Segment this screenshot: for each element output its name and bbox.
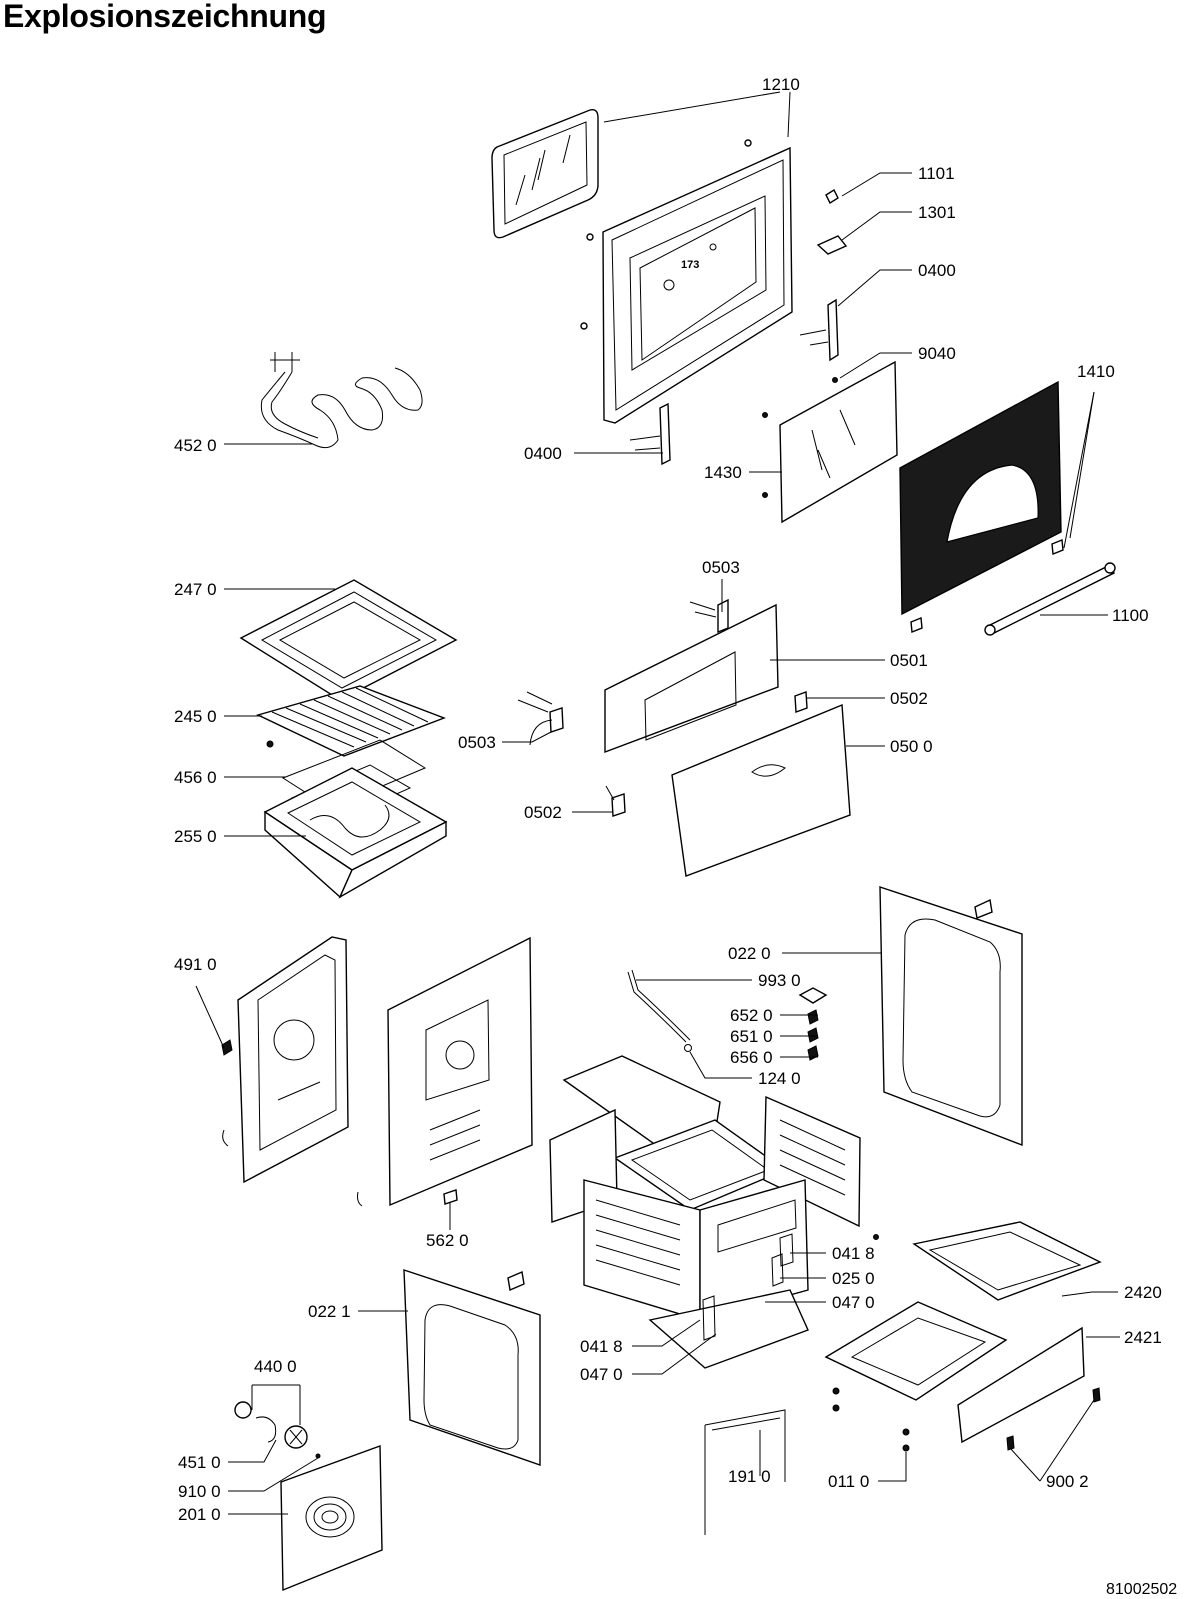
callout-9040: 9040 xyxy=(918,344,956,363)
callout-0221: 022 1 xyxy=(308,1302,351,1321)
callout-6560: 656 0 xyxy=(730,1048,773,1067)
gas-tube-and-valve-parts xyxy=(627,969,828,1061)
control-panel-brackets xyxy=(517,691,808,817)
door-glass-gasket-part xyxy=(491,108,599,239)
callout-4910: 491 0 xyxy=(174,955,217,974)
page-title: Explosionszeichnung xyxy=(3,0,327,34)
callout-2421: 2421 xyxy=(1124,1328,1162,1347)
grill-heating-element-part xyxy=(260,352,423,449)
callout-0400-left: 0400 xyxy=(524,444,562,463)
callout-1910: 191 0 xyxy=(728,1467,771,1486)
callout-4400: 440 0 xyxy=(254,1357,297,1376)
left-side-panel-part xyxy=(221,936,349,1184)
callout-1210: 1210 xyxy=(762,75,800,94)
callout-2470: 247 0 xyxy=(174,580,217,599)
callout-2450: 245 0 xyxy=(174,707,217,726)
callout-9002: 900 2 xyxy=(1046,1472,1089,1491)
callout-1101: 1101 xyxy=(918,164,955,183)
callout-0470-right: 047 0 xyxy=(832,1293,875,1312)
fan-motor-parts xyxy=(234,1401,321,1459)
leader-lines xyxy=(195,91,1120,1515)
wire-shelf-part xyxy=(256,685,446,757)
callout-4510: 451 0 xyxy=(178,1453,221,1472)
callout-1410: 1410 xyxy=(1077,362,1115,381)
callout-0470-left: 047 0 xyxy=(580,1365,623,1384)
callout-9930: 993 0 xyxy=(758,971,801,990)
callout-0503-left: 0503 xyxy=(458,733,496,752)
control-panel-part xyxy=(604,598,779,754)
callout-9100: 910 0 xyxy=(178,1482,221,1501)
right-side-panel-part xyxy=(879,886,1023,1147)
oven-cavity-part xyxy=(549,1055,879,1369)
callout-6520: 652 0 xyxy=(730,1006,773,1025)
callout-6510: 651 0 xyxy=(730,1027,773,1046)
callout-labels: 1210 1101 1301 0400 9040 1410 452 0 0400… xyxy=(174,75,1177,1598)
bottom-heating-tray-part xyxy=(263,767,448,899)
callout-1301: 1301 xyxy=(918,203,956,222)
callout-0500: 050 0 xyxy=(890,737,933,756)
callout-4560: 456 0 xyxy=(174,768,217,787)
callout-1430: 1430 xyxy=(704,463,742,482)
door-frame-part xyxy=(580,139,793,424)
callout-0400-right: 0400 xyxy=(918,261,956,280)
rear-panel-part xyxy=(357,936,533,1207)
bottom-panels-part xyxy=(824,1221,1102,1452)
callout-0418-right: 041 8 xyxy=(832,1244,875,1263)
oven-door-screen-panel-part xyxy=(899,380,1064,633)
callout-1240: 124 0 xyxy=(758,1069,801,1088)
callout-0220: 022 0 xyxy=(728,944,771,963)
bottom-frame-part xyxy=(704,1409,786,1535)
callout-4520: 452 0 xyxy=(174,436,217,455)
fan-cover-panel-part xyxy=(280,1445,383,1592)
callout-0110: 011 0 xyxy=(828,1472,869,1491)
callout-0502-left: 0502 xyxy=(524,803,562,822)
callout-2010: 201 0 xyxy=(178,1505,221,1524)
callout-0501: 0501 xyxy=(890,651,928,670)
callout-5620: 562 0 xyxy=(426,1231,469,1250)
front-side-panel-part xyxy=(403,1269,541,1466)
callout-2550: 255 0 xyxy=(174,827,217,846)
callout-0418-left: 041 8 xyxy=(580,1337,623,1356)
callout-2420: 2420 xyxy=(1124,1283,1162,1302)
callout-0250: 025 0 xyxy=(832,1269,875,1288)
front-fascia-panel-part xyxy=(671,703,851,877)
callout-0503-top: 0503 xyxy=(702,558,740,577)
callout-173: 173 xyxy=(681,259,699,271)
callout-1100: 1100 xyxy=(1112,606,1149,625)
door-handle-part xyxy=(984,562,1116,636)
drawing-number: 81002502 xyxy=(1106,1581,1177,1598)
inner-door-glass-part xyxy=(762,360,898,524)
callout-0502-right: 0502 xyxy=(890,689,928,708)
baking-tray-part xyxy=(239,579,458,701)
door-hinge-parts xyxy=(629,188,848,466)
